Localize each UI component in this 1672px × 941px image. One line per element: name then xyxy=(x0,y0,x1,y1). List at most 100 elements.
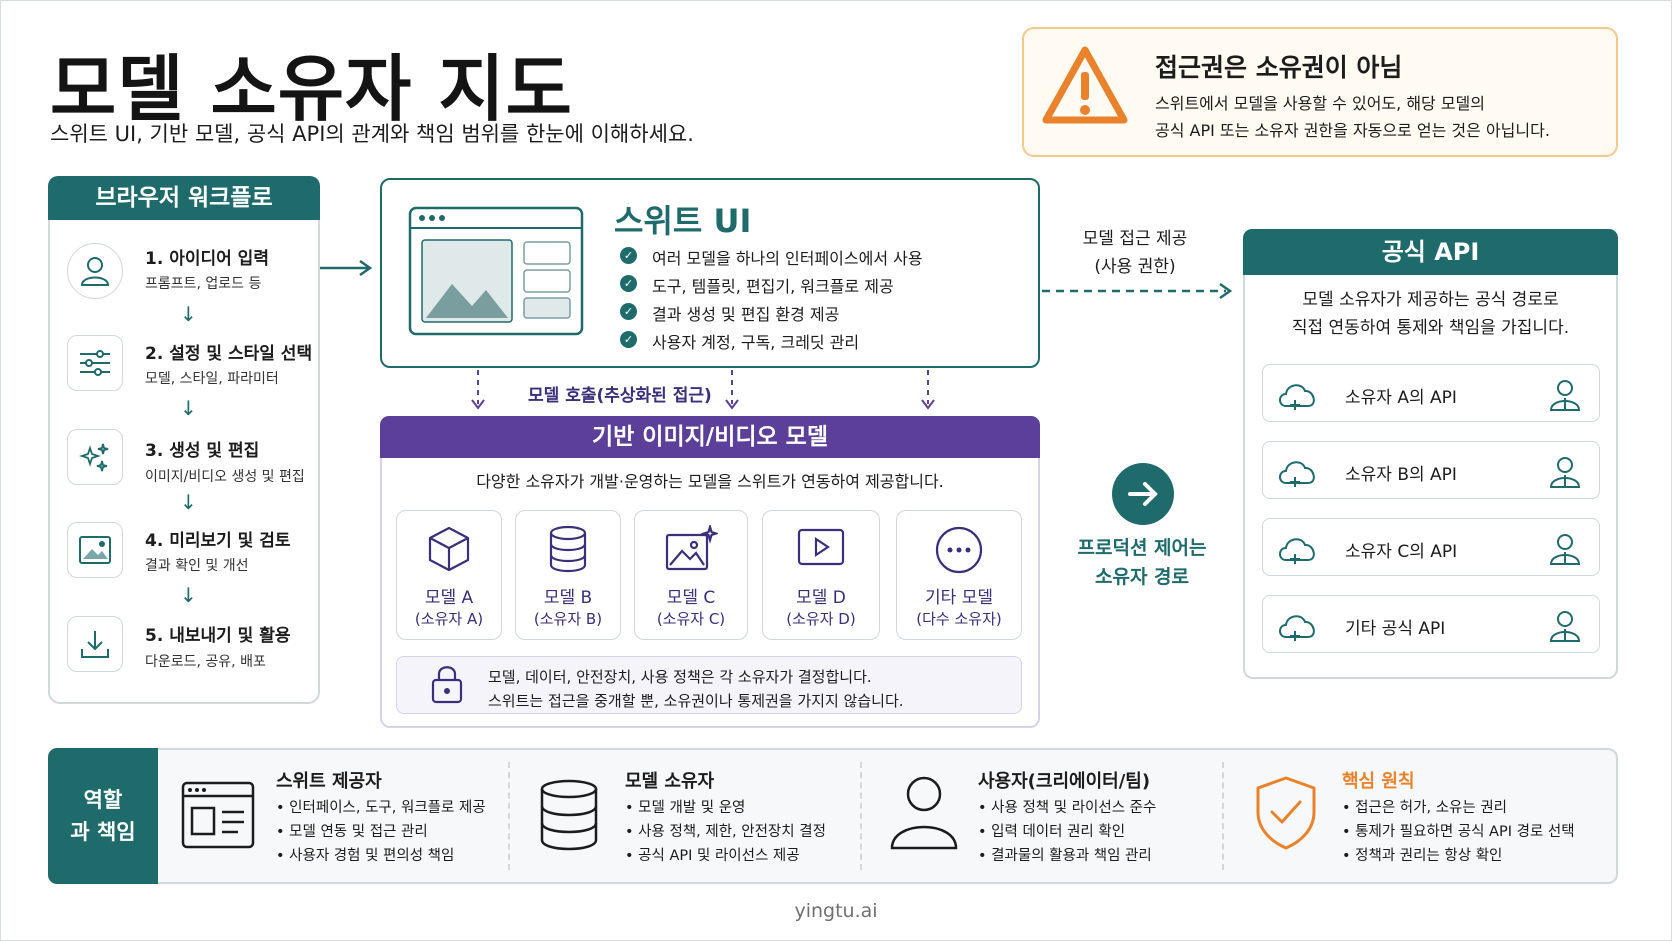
production-label-line-1: 프로덕션 제어는 xyxy=(1077,537,1207,559)
model-name: 모델 A xyxy=(424,588,474,608)
role-item: 인터페이스, 도구, 워크플로 제공 xyxy=(276,796,485,820)
sliders-icon xyxy=(67,335,123,391)
api-item-c[interactable] xyxy=(1262,518,1600,576)
step-2-sub: 모델, 스타일, 파라미터 xyxy=(145,371,279,387)
base-models-heading: 기반 이미지/비디오 모델 xyxy=(380,416,1040,458)
roles-heading-line-2: 과 책임 xyxy=(70,820,136,844)
check-icon: ✓ xyxy=(620,331,637,348)
api-label: 소유자 A의 API xyxy=(1345,388,1457,408)
divider xyxy=(860,762,862,870)
step-1-title: 1. 아이디어 입력 xyxy=(145,249,269,269)
base-models-desc: 다양한 소유자가 개발·운영하는 모델을 스위트가 연동하여 제공합니다. xyxy=(476,472,944,491)
access-label: 모델 접근 제공 (사용 권한) xyxy=(1060,225,1210,281)
api-item-a[interactable] xyxy=(1262,364,1600,422)
role-item: 공식 API 및 라이선스 제공 xyxy=(625,844,826,868)
role-title-core-principle: 핵심 원칙 xyxy=(1342,771,1415,792)
model-name: 모델 C xyxy=(666,588,716,608)
check-icon: ✓ xyxy=(620,247,637,264)
step-4-title: 4. 미리보기 및 검토 xyxy=(145,531,291,551)
video-play-icon xyxy=(796,525,846,573)
footer-brand: yingtu.ai xyxy=(794,900,878,922)
model-card-d: 모델 D (소유자 D) xyxy=(762,510,880,640)
api-item-other[interactable] xyxy=(1262,595,1600,653)
model-card-c: 모델 C (소유자 C) xyxy=(634,510,748,640)
database-icon xyxy=(538,778,600,856)
user-icon xyxy=(888,774,960,856)
ownership-note-text: 모델, 데이터, 안전장치, 사용 정책은 각 소유자가 결정합니다. 스위트는… xyxy=(488,665,904,713)
ownership-note-line-2: 스위트는 접근을 중개할 뿐, 소유권이나 통제권을 가지지 않습니다. xyxy=(488,692,904,710)
role-item: 통제가 필요하면 공식 API 경로 선택 xyxy=(1342,820,1574,844)
role-item: 정책과 권리는 항상 확인 xyxy=(1342,844,1575,868)
api-label: 소유자 C의 API xyxy=(1345,542,1458,562)
check-icon: ✓ xyxy=(620,303,637,320)
role-item: 사용 정책, 제한, 안전장치 결정 xyxy=(625,820,826,844)
ownership-note-line-1: 모델, 데이터, 안전장치, 사용 정책은 각 소유자가 결정합니다. xyxy=(488,668,872,686)
role-item: 결과물의 활용과 책임 관리 xyxy=(978,844,1156,868)
warning-line-2: 공식 API 또는 소유자 권한을 자동으로 얻는 것은 아닙니다. xyxy=(1155,121,1550,140)
role-item: 사용 정책 및 라이선스 준수 xyxy=(978,796,1156,820)
step-3-title: 3. 생성 및 편집 xyxy=(145,441,260,461)
suite-bullet: 여러 모델을 하나의 인터페이스에서 사용 xyxy=(652,249,923,268)
download-icon xyxy=(67,616,123,672)
image-sparkle-icon xyxy=(664,523,720,577)
model-owner: (소유자 D) xyxy=(786,610,856,628)
image-icon xyxy=(67,522,123,578)
page-title: 모델 소유자 지도 xyxy=(50,47,573,131)
model-card-other: 기타 모델 (다수 소유자) xyxy=(896,510,1022,640)
owner-icon xyxy=(1549,380,1581,411)
model-name: 모델 D xyxy=(796,588,846,608)
cloud-icon xyxy=(1279,461,1315,487)
step-3-sub: 이미지/비디오 생성 및 편집 xyxy=(145,469,305,485)
role-items-user: 사용 정책 및 라이선스 준수 입력 데이터 권리 확인 결과물의 활용과 책임… xyxy=(978,796,1156,868)
cloud-icons xyxy=(1279,384,1315,641)
owner-icon xyxy=(1549,611,1581,642)
suite-bullet: 사용자 계정, 구독, 크레딧 관리 xyxy=(652,333,860,352)
role-item: 모델 연동 및 접근 관리 xyxy=(276,820,486,844)
step-5-sub: 다운로드, 공유, 배포 xyxy=(145,654,266,670)
owner-icon xyxy=(1549,534,1581,565)
api-item-b[interactable] xyxy=(1262,441,1600,499)
role-item: 입력 데이터 권리 확인 xyxy=(978,820,1156,844)
warning-line-1: 스위트에서 모델을 사용할 수 있어도, 해당 모델의 xyxy=(1155,94,1486,113)
step-2-title: 2. 설정 및 스타일 선택 xyxy=(145,344,313,364)
cube-icon xyxy=(426,525,472,577)
database-icon xyxy=(547,525,589,577)
api-label: 소유자 B의 API xyxy=(1345,465,1457,485)
warning-icon xyxy=(1040,44,1130,132)
owner-icons xyxy=(1549,380,1581,642)
sparkle-icon xyxy=(67,429,123,485)
workflow-heading: 브라우저 워크플로 xyxy=(48,176,320,220)
cloud-icon xyxy=(1279,538,1315,564)
model-owner: (소유자 A) xyxy=(414,610,484,628)
step-4-sub: 결과 확인 및 개선 xyxy=(145,558,249,574)
role-title-suite-provider: 스위트 제공자 xyxy=(276,771,382,792)
cloud-icon xyxy=(1279,615,1315,641)
production-label-line-2: 소유자 경로 xyxy=(1094,566,1189,588)
role-item: 사용자 경험 및 편의성 책임 xyxy=(276,844,486,868)
official-api-heading: 공식 API xyxy=(1243,229,1618,275)
official-api-desc: 모델 소유자가 제공하는 공식 경로로 직접 연동하여 통제와 책임을 가집니다… xyxy=(1243,286,1618,342)
lock-icon xyxy=(430,664,464,708)
shield-check-icon xyxy=(1254,774,1318,856)
warning-box xyxy=(1022,27,1618,157)
role-item: 접근은 허가, 소유는 권리 xyxy=(1342,796,1575,820)
roles-heading-line-1: 역할 xyxy=(83,788,123,812)
divider xyxy=(508,762,510,870)
official-api-desc-line-1: 모델 소유자가 제공하는 공식 경로로 xyxy=(1302,290,1559,310)
role-item: 모델 개발 및 운영 xyxy=(625,796,826,820)
check-icon: ✓ xyxy=(620,275,637,292)
model-name: 기타 모델 xyxy=(925,588,993,608)
official-api-desc-line-2: 직접 연동하여 통제와 책임을 가집니다. xyxy=(1291,318,1570,338)
model-call-label: 모델 호출(추상화된 접근) xyxy=(528,386,712,406)
role-title-user: 사용자(크리에이터/팀) xyxy=(978,771,1151,792)
model-owner: (소유자 B) xyxy=(533,610,603,628)
more-icon xyxy=(934,525,984,579)
step-5-title: 5. 내보내기 및 활용 xyxy=(145,626,291,646)
arrow-right-icon xyxy=(1112,463,1174,525)
role-items-core-principle: 접근은 허가, 소유는 권리 통제가 필요하면 공식 API 경로 선택 정책과… xyxy=(1342,796,1575,868)
step-1-sub: 프롬프트, 업로드 등 xyxy=(145,276,262,292)
warning-text: 스위트에서 모델을 사용할 수 있어도, 해당 모델의 공식 API 또는 소유… xyxy=(1155,90,1550,144)
page-subtitle: 스위트 UI, 기반 모델, 공식 API의 관계와 책임 범위를 한눈에 이해… xyxy=(50,122,694,146)
model-owner: (다수 소유자) xyxy=(916,610,1002,628)
